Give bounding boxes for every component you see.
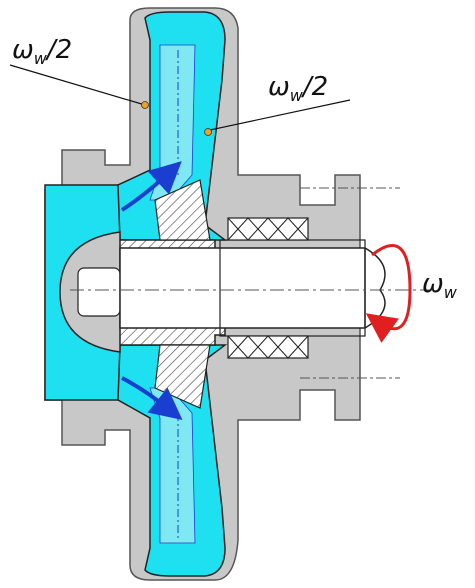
- shaft-nut: [77, 267, 121, 317]
- upper-packing-seal: [227, 217, 309, 241]
- flow-arrow-lower: [121, 376, 183, 420]
- lower-packing-seal: [227, 335, 309, 359]
- flow-arrow-upper: [120, 161, 182, 212]
- shaft: [119, 247, 366, 329]
- label-omega-half-left: ωw/2: [12, 35, 72, 68]
- rotation-arrow: [365, 244, 412, 343]
- impeller-shroud-upper: [154, 179, 211, 241]
- leader-line-left: [9, 64, 146, 106]
- marker-dot-right: [204, 128, 212, 136]
- marker-dot-left: [141, 101, 149, 109]
- shaft-end-break: [364, 247, 386, 329]
- label-omega-shaft: ωw: [422, 269, 458, 302]
- leader-line-right: [209, 99, 351, 131]
- label-omega-half-right: ωw/2: [268, 72, 328, 105]
